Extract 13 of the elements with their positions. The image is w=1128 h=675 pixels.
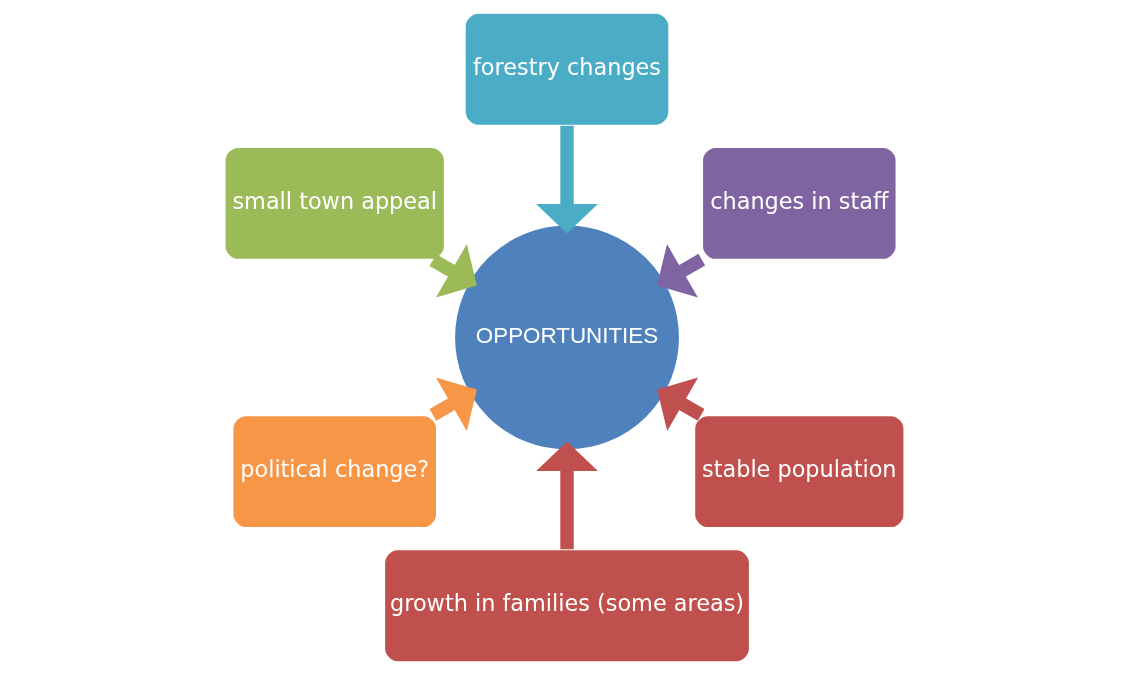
- node-circle: OPPORTUNITIES: [452, 223, 681, 452]
- node-box: political change?: [230, 413, 438, 530]
- arrow: [535, 125, 598, 234]
- arrow: [429, 377, 477, 432]
- node-box: forestry changes: [463, 11, 671, 127]
- node-box: stable population: [692, 413, 906, 530]
- node-box: changes in staff: [700, 145, 898, 262]
- arrow: [656, 244, 705, 298]
- arrow: [429, 244, 477, 298]
- node-box: growth in families (some areas): [382, 548, 751, 664]
- arrow: [656, 377, 704, 432]
- arrow: [535, 441, 598, 550]
- node-box: small town appeal: [222, 145, 446, 262]
